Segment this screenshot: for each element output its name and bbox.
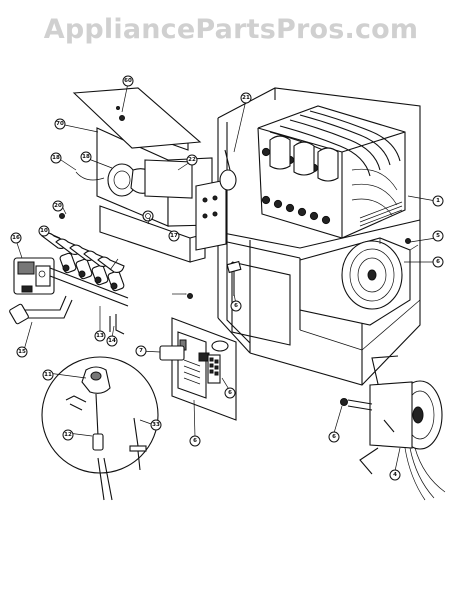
svg-text:1: 1 [436, 198, 440, 204]
leader-lines [15, 82, 437, 472]
ignitor-detail [41, 356, 159, 501]
watermark: AppliancePartsPros.com [43, 14, 419, 45]
burner-manifold [49, 252, 129, 307]
svg-text:12: 12 [64, 432, 72, 438]
svg-text:18: 18 [82, 154, 90, 160]
svg-text:17: 17 [170, 233, 178, 239]
svg-text:6: 6 [228, 390, 232, 396]
control-board [159, 317, 237, 421]
top-cover-plate [72, 87, 202, 149]
gas-valve [13, 257, 55, 295]
callout-6-bracket: 6 [230, 300, 242, 312]
svg-text:5: 5 [436, 233, 440, 239]
svg-text:18: 18 [52, 155, 60, 161]
heat-exchanger [257, 105, 406, 239]
svg-text:60: 60 [124, 78, 132, 84]
callout-18-right: 18 [80, 151, 92, 163]
svg-text:14: 14 [108, 338, 116, 344]
callout-6-blower: 6 [432, 256, 444, 268]
callout-16: 16 [10, 232, 22, 244]
callout-6-lower: 6 [189, 435, 201, 447]
svg-text:6: 6 [234, 303, 238, 309]
svg-text:21: 21 [242, 95, 250, 101]
svg-text:10: 10 [40, 228, 48, 234]
callout-5: 5 [432, 230, 444, 242]
callout-6-board: 6 [224, 387, 236, 399]
callout-21: 21 [240, 92, 252, 104]
inducer-panel [96, 117, 227, 263]
callout-20: 20 [52, 200, 64, 212]
callout-10: 10 [38, 225, 50, 237]
pilot-bracket [109, 314, 125, 335]
svg-text:70: 70 [56, 121, 64, 127]
callout-14: 14 [106, 335, 118, 347]
gas-pipe [9, 295, 73, 325]
svg-text:20: 20 [54, 203, 62, 209]
furnace-cabinet [217, 87, 421, 386]
blower-assembly [299, 237, 419, 326]
callout-33: 33 [150, 419, 162, 431]
callout-7: 7 [135, 345, 147, 357]
callout-22: 22 [186, 154, 198, 166]
svg-text:4: 4 [393, 472, 397, 478]
callout-13: 13 [94, 330, 106, 342]
svg-text:22: 22 [188, 157, 196, 163]
callout-6-motor: 6 [328, 431, 340, 443]
callout-60: 60 [122, 75, 134, 87]
callout-70: 70 [54, 118, 66, 130]
svg-text:6: 6 [332, 434, 336, 440]
misc-small-parts [59, 149, 411, 299]
callout-12: 12 [62, 429, 74, 441]
svg-text:6: 6 [436, 259, 440, 265]
svg-text:15: 15 [18, 349, 26, 355]
callout-15: 15 [16, 346, 28, 358]
callout-18-left: 18 [50, 152, 62, 164]
callout-1: 1 [432, 195, 444, 207]
callout-17: 17 [168, 230, 180, 242]
blower-motor [340, 355, 446, 501]
svg-text:11: 11 [44, 372, 52, 378]
svg-text:16: 16 [12, 235, 20, 241]
svg-text:6: 6 [193, 438, 197, 444]
callout-11: 11 [42, 369, 54, 381]
burner-tubes [41, 232, 125, 273]
svg-text:7: 7 [139, 348, 143, 354]
svg-text:33: 33 [152, 422, 160, 428]
callout-4: 4 [389, 469, 401, 481]
svg-text:13: 13 [96, 333, 104, 339]
